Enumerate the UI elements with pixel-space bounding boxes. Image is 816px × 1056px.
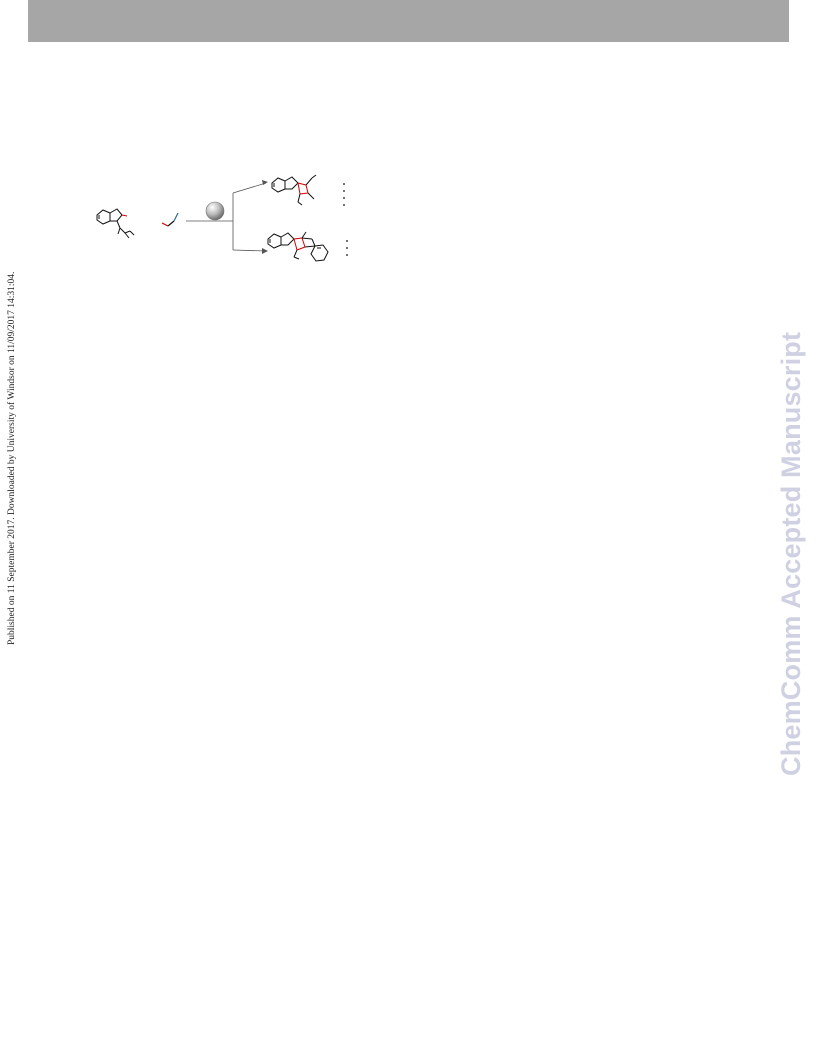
product-2-dots [346, 240, 348, 256]
publication-note: Published on 11 September 2017. Download… [7, 271, 17, 645]
product-2 [267, 231, 329, 262]
reagent [161, 212, 179, 227]
starting-material [96, 208, 135, 239]
reaction-scheme [96, 174, 348, 262]
ball-mill-icon [205, 201, 225, 221]
product-1-dots [343, 183, 345, 206]
product-1 [271, 174, 317, 206]
branching-arrows [186, 182, 267, 252]
accepted-manuscript-watermark: ChemComm Accepted Manuscript [776, 331, 806, 776]
arrow-head-top [262, 180, 268, 185]
arrow-head-bottom [262, 248, 268, 254]
header-bar [28, 0, 789, 42]
